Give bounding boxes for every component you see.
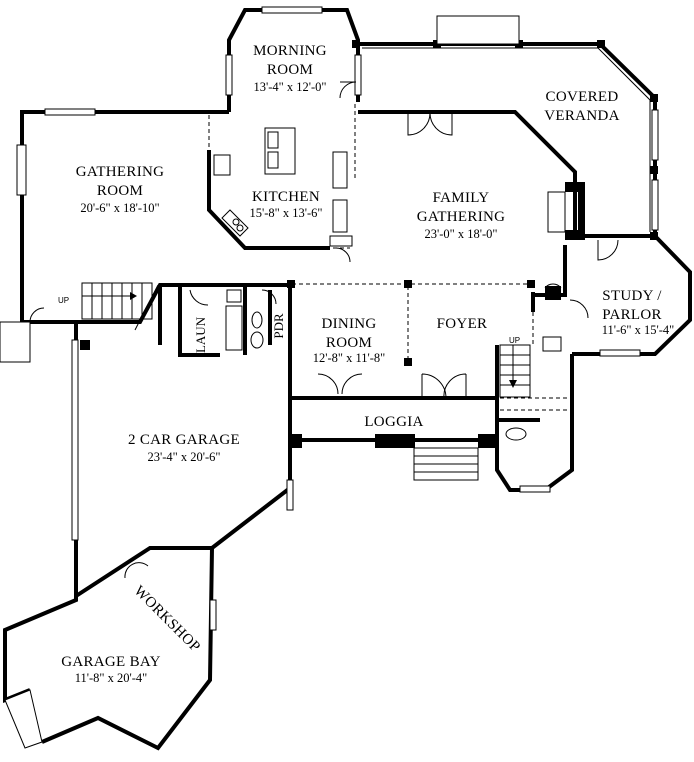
interior-walls xyxy=(40,110,577,422)
family-gathering-dims: 23'-0" x 18'-0" xyxy=(424,227,497,241)
stair-up-label-2: UP xyxy=(509,336,520,345)
family-gathering-label-1: FAMILY xyxy=(433,190,490,206)
windows xyxy=(16,6,659,631)
veranda-label-1: COVERED xyxy=(546,89,619,105)
gathering-room-label-2: ROOM xyxy=(97,183,143,199)
doors xyxy=(29,81,619,579)
garage-label: 2 CAR GARAGE xyxy=(128,432,240,448)
morning-room-label-1: MORNING xyxy=(253,43,327,59)
study-label-1: STUDY / xyxy=(602,288,662,304)
stair-garage xyxy=(81,282,159,331)
dining-room-label-1: DINING xyxy=(321,316,376,332)
stair-up-label-1: UP xyxy=(58,296,69,305)
gathering-room-label-1: GATHERING xyxy=(76,164,165,180)
family-gathering-label-2: GATHERING xyxy=(417,209,506,225)
room-labels: MORNING ROOM 13'-4" x 12'-0" COVERED VER… xyxy=(58,43,674,685)
powder-label: PDR xyxy=(271,313,286,339)
garage-bay-label: GARAGE BAY xyxy=(61,654,161,670)
dashed-openings xyxy=(208,104,570,411)
foyer-label: FOYER xyxy=(437,316,488,332)
gathering-room-dims: 20'-6" x 18'-10" xyxy=(80,201,159,215)
kitchen-dims: 15'-8" x 13'-6" xyxy=(249,206,322,220)
veranda-label-2: VERANDA xyxy=(544,108,619,124)
bath-fixtures xyxy=(225,289,562,441)
workshop-label: WORKSHOP xyxy=(131,583,204,656)
laundry-label: LAUN xyxy=(193,316,208,353)
loggia-label: LOGGIA xyxy=(364,414,423,430)
dining-room-label-2: ROOM xyxy=(326,335,372,351)
study-dims: 11'-6" x 15'-4" xyxy=(602,323,675,337)
morning-room-dims: 13'-4" x 12'-0" xyxy=(253,80,326,94)
fireplace xyxy=(547,182,585,240)
kitchen-label: KITCHEN xyxy=(252,189,320,205)
dining-room-dims: 12'-8" x 11'-8" xyxy=(313,351,386,365)
stair-foyer xyxy=(499,344,531,398)
garage-dims: 23'-4" x 20'-6" xyxy=(147,450,220,464)
garage-bay-windows xyxy=(0,321,43,749)
front-steps xyxy=(413,447,479,481)
garage-bay-dims: 11'-8" x 20'-4" xyxy=(75,671,148,685)
morning-room-label-2: ROOM xyxy=(267,62,313,78)
kitchen-fixtures xyxy=(213,127,353,247)
study-label-2: PARLOR xyxy=(602,307,662,323)
